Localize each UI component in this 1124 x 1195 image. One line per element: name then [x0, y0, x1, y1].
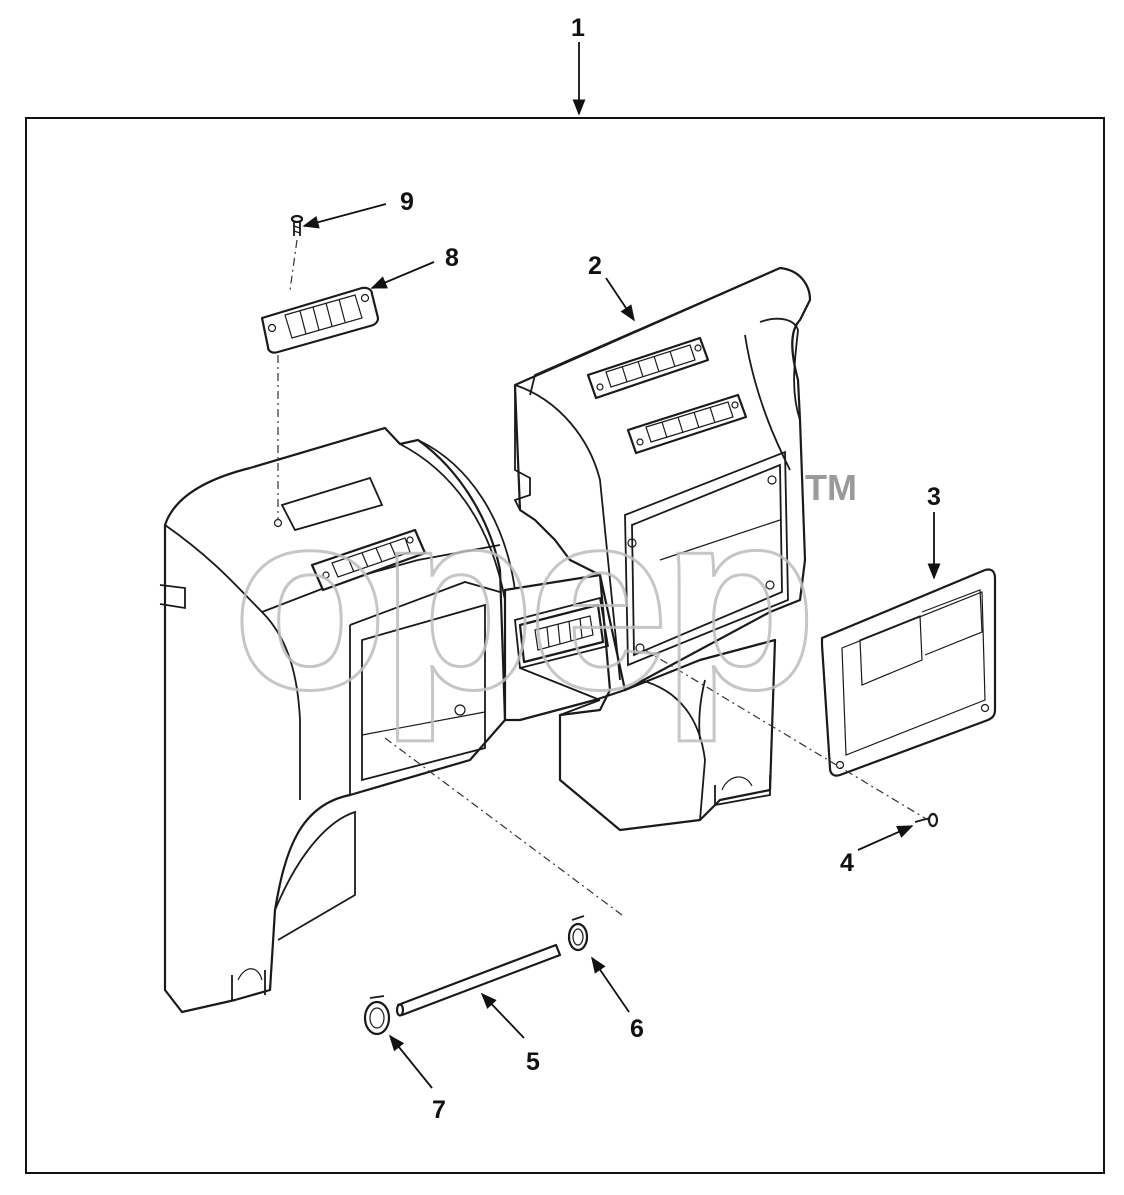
leader-5: [480, 992, 525, 1039]
dash-panel-left: [159, 426, 516, 1014]
cover-plate: [820, 568, 997, 777]
leader-7: [388, 1034, 433, 1089]
clip-left: [363, 995, 391, 1036]
leader-8: [370, 261, 435, 289]
center-console-lower: [503, 573, 777, 832]
callout-2: 2: [588, 252, 602, 280]
clip-right: [567, 915, 589, 952]
callout-6: 6: [630, 1015, 644, 1043]
assembly-frame: [25, 117, 1105, 1174]
callout-1: 1: [571, 14, 585, 42]
vent-grille: [260, 286, 380, 354]
callout-9: 9: [400, 188, 414, 216]
leader-6: [591, 956, 630, 1013]
callout-4: 4: [840, 849, 854, 877]
leader-4: [857, 825, 914, 851]
callout-3: 3: [927, 483, 941, 511]
callout-5: 5: [526, 1048, 540, 1076]
assembly-line-9: [289, 239, 298, 291]
screw-top: [290, 214, 304, 236]
assembly-line-5: [384, 737, 623, 916]
callout-7: 7: [432, 1096, 446, 1124]
screw-bottom: [914, 812, 939, 828]
leader-9: [302, 203, 387, 229]
rod: [395, 943, 562, 1017]
leader-2: [605, 277, 635, 322]
watermark-logo: opep: [232, 458, 809, 743]
dash-panel-upper-right: [513, 266, 812, 692]
callout-8: 8: [445, 244, 459, 272]
watermark-trademark: TM: [805, 467, 857, 508]
assembly-line-4: [644, 649, 929, 821]
